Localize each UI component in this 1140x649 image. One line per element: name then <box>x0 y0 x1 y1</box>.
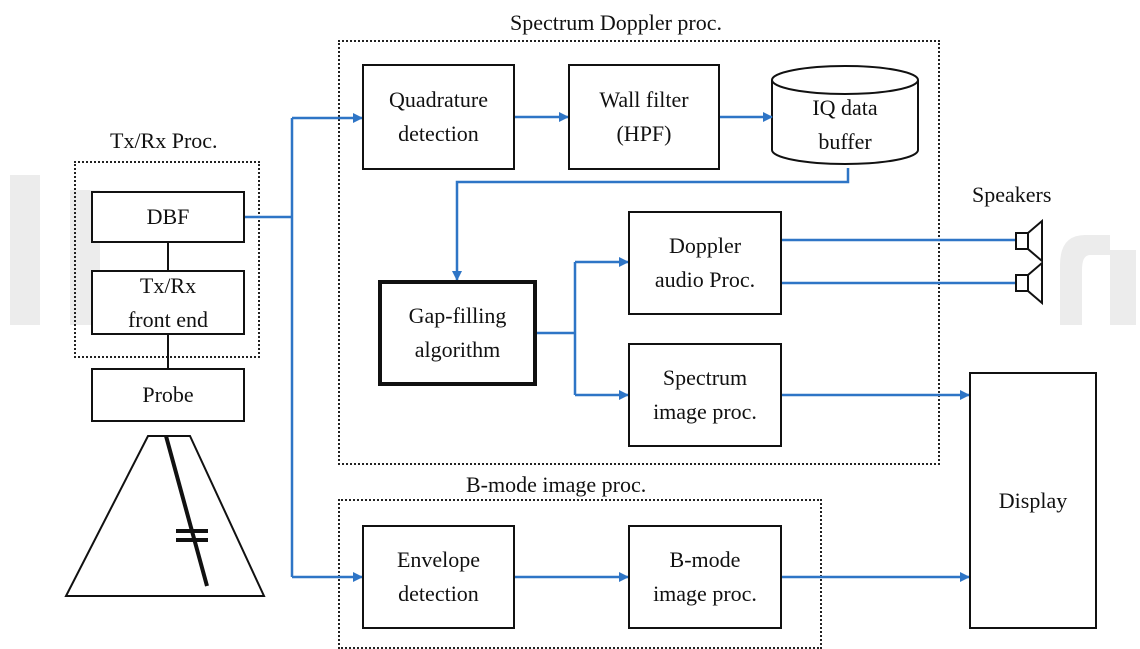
spectrum-image-proc-block: Spectrum image proc. <box>628 343 782 447</box>
spectrum-doppler-group <box>338 40 940 465</box>
iq-buffer-label: IQ data buffer <box>812 95 878 154</box>
txrx-label: Tx/Rx Proc. <box>110 128 218 153</box>
gap-filling-algorithm-block: Gap-filling algorithm <box>378 280 537 386</box>
wall-filter-block: Wall filter (HPF) <box>568 64 720 170</box>
doppler-audio-proc-block: Doppler audio Proc. <box>628 211 782 315</box>
probe-block: Probe <box>91 368 245 422</box>
bmode-image-proc-block: B-mode image proc. <box>628 525 782 629</box>
display-block: Display <box>969 372 1097 629</box>
iq-buffer-cylinder <box>771 65 919 165</box>
quadrature-detection-block: Quadrature detection <box>362 64 515 170</box>
speaker-icon <box>1015 218 1043 264</box>
spectrum-doppler-label: Spectrum Doppler proc. <box>510 10 722 35</box>
bmode-label: B-mode image proc. <box>466 472 647 497</box>
speaker-icon <box>1015 260 1043 306</box>
probe-beam-icon <box>64 435 266 597</box>
envelope-detection-block: Envelope detection <box>362 525 515 629</box>
dbf-block: DBF <box>91 191 245 243</box>
speakers-label: Speakers <box>972 182 1052 207</box>
arrow-buffer-to-gapfill <box>452 168 850 281</box>
txrx-front-end-block: Tx/Rx front end <box>91 270 245 335</box>
